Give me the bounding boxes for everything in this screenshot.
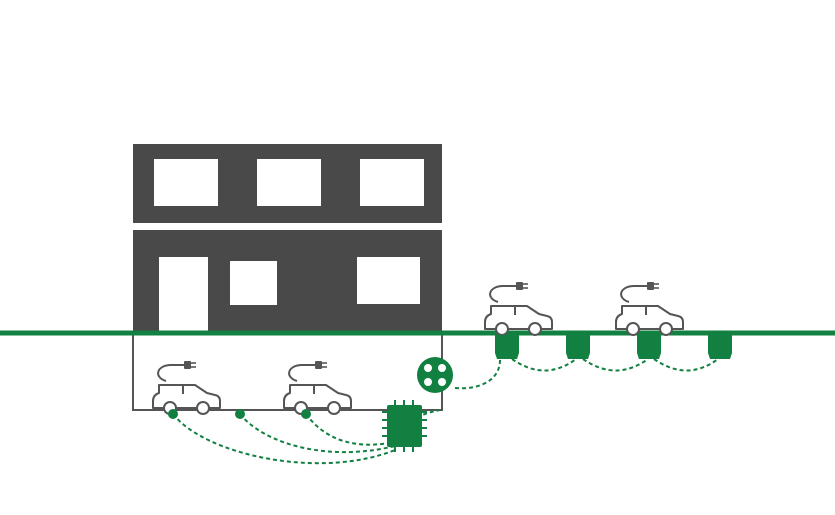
electric-car-icon [283,360,352,415]
charge-point-dot [168,409,178,419]
charging-post-icon [566,335,590,359]
building-window [230,261,277,305]
building-window [154,159,218,206]
electric-car-icon [615,281,684,336]
building-window [357,257,420,304]
charge-point-dot [235,409,245,419]
charging-post-icon [708,335,732,359]
building-window [257,159,321,206]
junction-box-icon [417,357,453,393]
charge-point-dot [301,409,311,419]
charging-post-icon [495,335,519,359]
controller-chip-icon [382,400,427,452]
building-icon [133,144,442,332]
electric-car-icon [484,281,553,336]
building-door [159,257,208,332]
building-window [360,159,424,206]
street-connections [454,358,719,390]
electric-car-icon [152,360,221,415]
charging-post-icon [637,335,661,359]
